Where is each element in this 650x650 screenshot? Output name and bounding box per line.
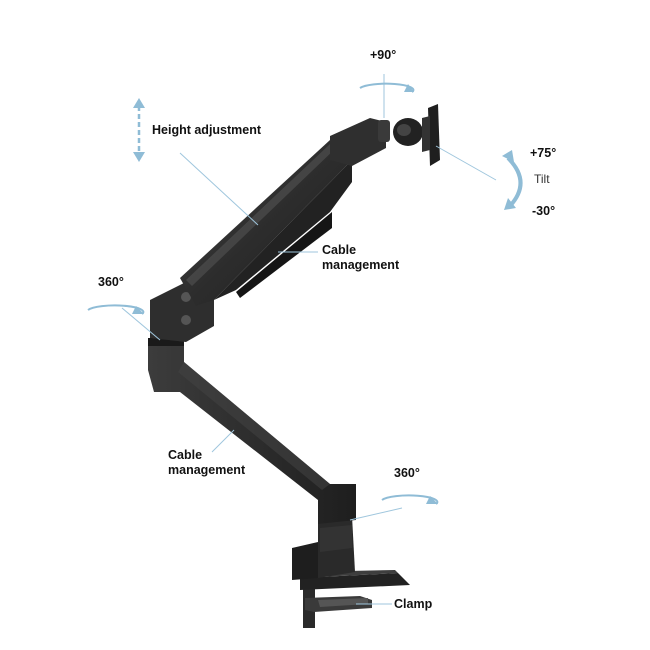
leader-lines — [121, 74, 497, 605]
label-plus-75: +75° — [530, 146, 557, 160]
label-rotation-360-base: 360° — [394, 466, 420, 480]
label-tilt: Tilt — [534, 172, 550, 186]
upper-arm — [180, 136, 352, 306]
label-cable-management-lower: Cable management — [168, 448, 245, 478]
label-cable-management-lower-line-1: Cable — [168, 448, 203, 462]
tilt-head — [330, 104, 440, 166]
tilt-arrow-icon — [502, 150, 523, 210]
label-clamp: Clamp — [394, 597, 433, 611]
label-cable-management-upper-line-1: Cable — [322, 243, 357, 257]
label-cable-management-lower-line-2: management — [168, 463, 246, 477]
lower-arm — [148, 338, 356, 524]
label-minus-30: -30° — [532, 204, 556, 218]
label-cable-management-upper: Cable management — [322, 243, 399, 273]
label-rotation-360-left: 360° — [98, 275, 124, 289]
rotation-arrow-icon — [87, 82, 439, 505]
height-arrow-icon — [133, 98, 145, 162]
pole-base — [292, 516, 355, 580]
clamp-part — [303, 582, 372, 628]
label-cable-management-upper-line-2: management — [322, 258, 400, 272]
label-height-adjustment: Height adjustment — [152, 123, 262, 137]
label-plus-90: +90° — [370, 48, 397, 62]
